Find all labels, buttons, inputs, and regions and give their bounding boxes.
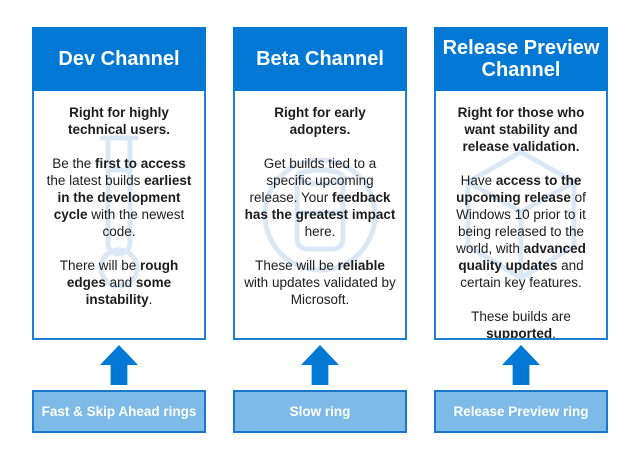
arrow-zone (434, 340, 608, 390)
arrow-zone (32, 340, 206, 390)
channel-description-box: Right for early adopters. Get builds tied… (233, 91, 407, 340)
up-arrow-icon (301, 345, 339, 385)
channel-paragraph: These builds are supported. (471, 309, 571, 340)
channel-column-release-preview: Release Preview Channel (434, 27, 608, 433)
channel-description: Right for early adopters. Get builds tied… (235, 91, 405, 308)
channel-header: Dev Channel (32, 27, 206, 91)
test-tube-icon (34, 91, 204, 338)
channel-header: Beta Channel (233, 27, 407, 91)
beaker-icon (235, 91, 405, 338)
channel-paragraph: Right for those who want stability and r… (457, 105, 585, 154)
ring-label: Slow ring (233, 390, 407, 433)
channel-header: Release Preview Channel (434, 27, 608, 91)
ring-label: Fast & Skip Ahead rings (32, 390, 206, 433)
up-arrow-icon (502, 345, 540, 385)
cube-icon (436, 91, 606, 338)
channel-paragraph: These will be reliable with updates vali… (244, 258, 396, 307)
channel-column-dev: Dev Channel (32, 27, 206, 433)
channel-description-box: Right for highly technical users. Be the … (32, 91, 206, 340)
channel-column-beta: Beta Channel (233, 27, 407, 433)
channel-paragraph: Get builds tied to a specific upcoming r… (244, 156, 396, 239)
channel-paragraph: There will be rough edges and some insta… (59, 258, 179, 307)
channel-description: Right for highly technical users. Be the … (34, 91, 204, 308)
channel-description: Right for those who want stability and r… (436, 91, 606, 340)
channel-paragraph: Right for highly technical users. (67, 105, 171, 137)
ring-label: Release Preview ring (434, 390, 608, 433)
channel-paragraph: Have access to the upcoming release of W… (456, 173, 586, 290)
channel-paragraph: Right for early adopters. (274, 105, 366, 137)
channel-description-box: Right for those who want stability and r… (434, 91, 608, 340)
up-arrow-icon (100, 345, 138, 385)
channel-paragraph: Be the first to access the latest builds… (46, 156, 192, 239)
arrow-zone (233, 340, 407, 390)
